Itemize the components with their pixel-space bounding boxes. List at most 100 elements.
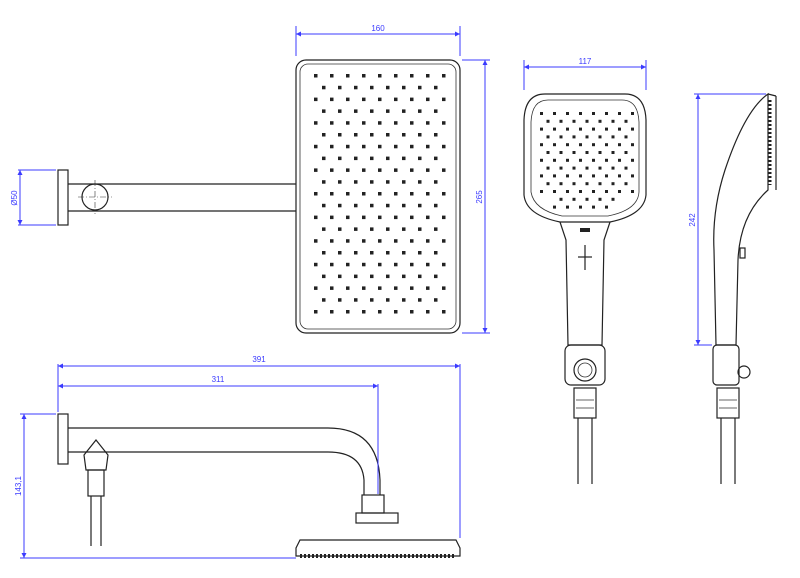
nozzle	[378, 121, 382, 125]
nozzle	[394, 215, 398, 220]
nozzle	[410, 192, 414, 196]
nozzle	[624, 151, 628, 154]
nozzle	[370, 180, 374, 184]
nozzle	[394, 310, 398, 314]
nozzle	[434, 156, 438, 161]
nozzle	[354, 203, 358, 208]
nozzle	[579, 205, 582, 209]
nozzle	[330, 74, 334, 78]
nozzle	[631, 190, 634, 193]
nozzle	[624, 135, 628, 139]
nozzle	[434, 274, 438, 279]
nozzle	[579, 158, 582, 162]
nozzle	[559, 135, 563, 139]
nozzle	[559, 197, 563, 201]
nozzle	[426, 310, 430, 314]
nozzle	[370, 109, 374, 113]
nozzle	[611, 119, 615, 123]
nozzle	[370, 274, 374, 279]
nozzle	[362, 74, 366, 78]
nozzle	[386, 298, 390, 302]
dim-hand-shower-width: 117	[579, 57, 592, 66]
nozzle	[330, 168, 334, 172]
nozzle	[322, 85, 326, 90]
nozzle	[553, 112, 556, 115]
nozzle	[598, 182, 602, 186]
dim-arm-height: 143,1	[14, 475, 23, 496]
nozzle	[618, 143, 621, 147]
nozzle	[346, 74, 350, 78]
nozzle	[386, 274, 390, 279]
rain-head-side	[295, 539, 461, 557]
nozzle	[378, 215, 382, 220]
nozzle	[579, 190, 582, 193]
nozzle	[585, 197, 589, 201]
nozzle	[386, 180, 390, 184]
nozzle	[442, 144, 446, 149]
nozzle	[540, 190, 543, 193]
nozzle	[434, 133, 438, 137]
nozzle	[314, 74, 318, 78]
nozzle	[402, 180, 406, 184]
nozzle	[338, 85, 342, 90]
nozzle	[592, 158, 595, 162]
nozzle	[394, 239, 398, 243]
nozzle	[605, 174, 608, 178]
nozzle	[338, 274, 342, 279]
rain-head-plate	[295, 59, 461, 334]
nozzle	[605, 143, 608, 147]
nozzle	[418, 251, 422, 255]
rain-shower-top-view: 160 265 Ø50	[10, 24, 490, 334]
nozzle	[410, 97, 414, 102]
hose-outlet	[83, 439, 109, 471]
nozzle	[442, 192, 446, 196]
nozzle	[402, 274, 406, 279]
nozzle	[410, 239, 414, 243]
nozzle	[592, 190, 595, 193]
nozzle	[394, 192, 398, 196]
nozzle	[572, 166, 576, 170]
dim-flange-diameter: Ø50	[10, 190, 19, 206]
nozzle	[338, 298, 342, 302]
nozzle	[354, 251, 358, 255]
nozzle	[553, 190, 556, 193]
nozzle	[540, 158, 543, 162]
nozzle	[346, 192, 350, 196]
nozzle	[330, 215, 334, 220]
nozzle	[559, 151, 563, 154]
nozzle	[631, 143, 634, 147]
nozzle	[559, 119, 563, 123]
nozzle	[354, 227, 358, 231]
wall-flange-side	[57, 413, 69, 465]
nozzle	[378, 97, 382, 102]
nozzle	[585, 119, 589, 123]
nozzle	[585, 151, 589, 154]
nozzle	[566, 143, 569, 147]
nozzle	[346, 215, 350, 220]
nozzle	[611, 151, 615, 154]
nozzle	[362, 121, 366, 125]
nozzle	[394, 168, 398, 172]
nozzle	[592, 143, 595, 147]
nozzle	[386, 203, 390, 208]
nozzle	[559, 182, 563, 186]
nozzle	[592, 174, 595, 178]
nozzle	[618, 112, 621, 115]
nozzle	[378, 192, 382, 196]
nozzle	[418, 227, 422, 231]
nozzle	[442, 74, 446, 78]
nozzle	[322, 227, 326, 231]
nozzle	[362, 239, 366, 243]
nozzle	[362, 97, 366, 102]
nozzle	[346, 144, 350, 149]
nozzle	[418, 298, 422, 302]
nozzle	[631, 158, 634, 162]
nozzle	[442, 239, 446, 243]
nozzle	[386, 109, 390, 113]
nozzle	[322, 274, 326, 279]
nozzle	[338, 251, 342, 255]
nozzle	[579, 143, 582, 147]
nozzle	[362, 192, 366, 196]
nozzle	[592, 112, 595, 115]
nozzle	[338, 133, 342, 137]
